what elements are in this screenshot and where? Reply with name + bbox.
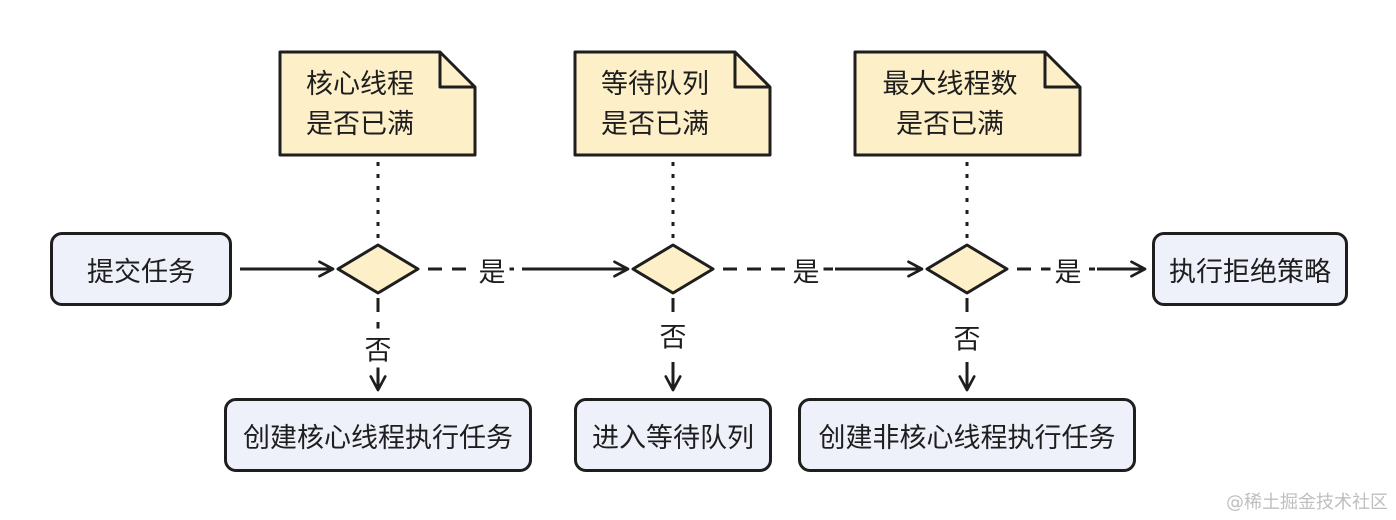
no-label-1: 否 <box>360 328 396 368</box>
action-box-create-core-thread: 创建核心线程执行任务 <box>224 398 532 472</box>
note-line: 是否已满 <box>601 109 709 140</box>
end-box-reject-policy: 执行拒绝策略 <box>1152 232 1348 306</box>
note-line: 核心线程 <box>306 69 414 100</box>
no-label-2: 否 <box>655 315 691 355</box>
yes-label-2: 是 <box>788 250 824 290</box>
note-line: 最大线程数 <box>882 69 1018 100</box>
note-core-threads <box>278 50 477 157</box>
note-max-threads <box>853 50 1082 157</box>
note-line: 等待队列 <box>601 69 709 100</box>
decision-diamond-1 <box>336 243 420 295</box>
watermark: @稀土掘金技术社区 <box>1226 492 1388 513</box>
note-line: 是否已满 <box>306 109 414 140</box>
decision-diamond-3 <box>925 243 1009 295</box>
start-box-submit-task: 提交任务 <box>50 232 232 306</box>
yes-label-1: 是 <box>474 250 510 290</box>
note-line: 是否已满 <box>896 109 1004 140</box>
note-core-threads-text: 核心线程 是否已满 <box>280 55 440 155</box>
action-box-enter-queue: 进入等待队列 <box>574 398 772 472</box>
note-max-threads-text: 最大线程数 是否已满 <box>855 55 1045 155</box>
yes-label-3: 是 <box>1050 250 1086 290</box>
decision-diamond-2 <box>631 243 715 295</box>
no-label-3: 否 <box>949 317 985 357</box>
note-wait-queue <box>573 50 772 157</box>
note-wait-queue-text: 等待队列 是否已满 <box>575 55 735 155</box>
action-box-create-noncore-thread: 创建非核心线程执行任务 <box>798 398 1136 472</box>
